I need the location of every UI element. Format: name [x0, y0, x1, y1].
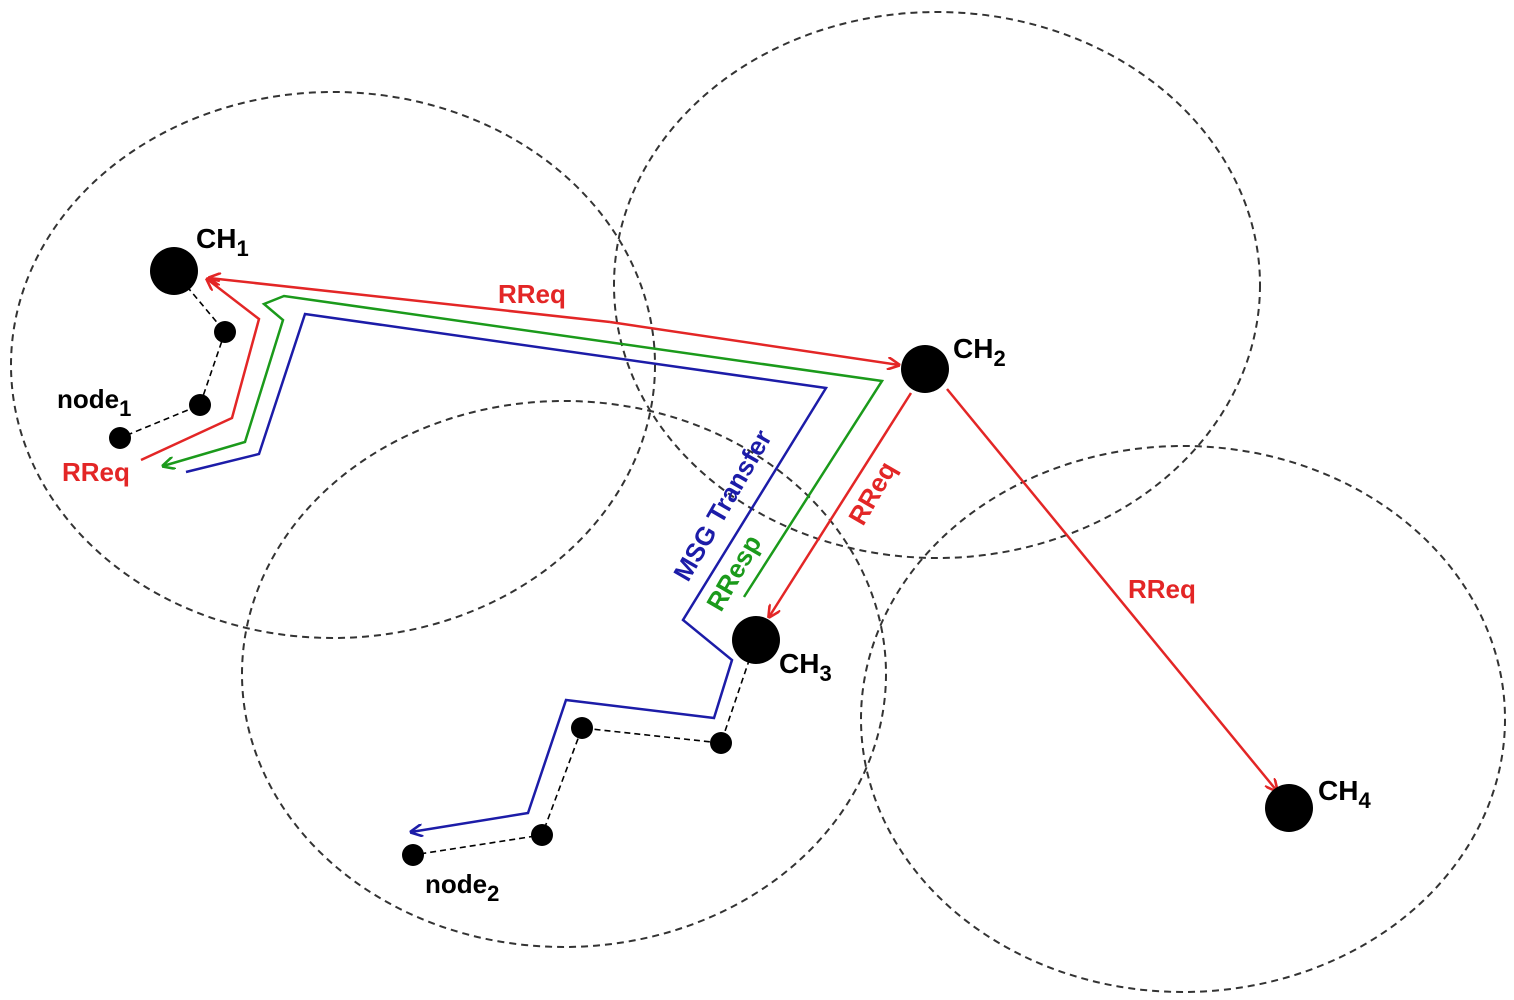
member-node-node1: [109, 427, 131, 449]
cluster-4-boundary: [860, 445, 1506, 993]
rresp-path-ch3-to-node1: [163, 294, 885, 598]
cluster-head-ch1: [150, 247, 198, 295]
rreq-arrow-ch2-to-ch1: [209, 278, 611, 324]
cluster-1-boundary: [10, 91, 656, 639]
label-rreq-ch1-ch2: RReq: [498, 279, 566, 309]
cluster-3-boundary: [241, 400, 887, 948]
cluster-head-ch3: [732, 616, 780, 664]
rreq-arrow-ch1-to-ch2: [609, 320, 899, 365]
member-node: [214, 321, 236, 343]
member-node-node2: [402, 844, 424, 866]
cluster-2-boundary: [613, 11, 1261, 559]
label-ch1: CH1: [196, 223, 249, 261]
label-ch2: CH2: [953, 333, 1006, 371]
cluster-3-member-links: [412, 639, 757, 856]
rreq-arrow-ch2-to-ch3: [769, 392, 913, 617]
msg-transfer-path-node1-to-node2: [185, 312, 829, 832]
member-node: [571, 717, 593, 739]
label-rreq-node1: RReq: [62, 457, 130, 487]
member-node: [531, 824, 553, 846]
cluster-1-member-links: [119, 270, 226, 439]
rreq-path-node1-to-ch1: [140, 279, 261, 462]
label-node2: node2: [425, 869, 499, 906]
rreq-arrow-ch2-to-ch4: [946, 388, 1277, 791]
label-ch3: CH3: [779, 648, 832, 686]
cluster-head-ch2: [901, 345, 949, 393]
member-node: [189, 394, 211, 416]
label-rreq-ch2-ch4: RReq: [1128, 574, 1196, 604]
label-node1: node1: [57, 384, 131, 421]
cluster-head-ch4: [1265, 784, 1313, 832]
label-rreq-ch2-ch3: RReq: [842, 456, 902, 530]
member-node: [710, 732, 732, 754]
label-ch4: CH4: [1318, 775, 1371, 813]
